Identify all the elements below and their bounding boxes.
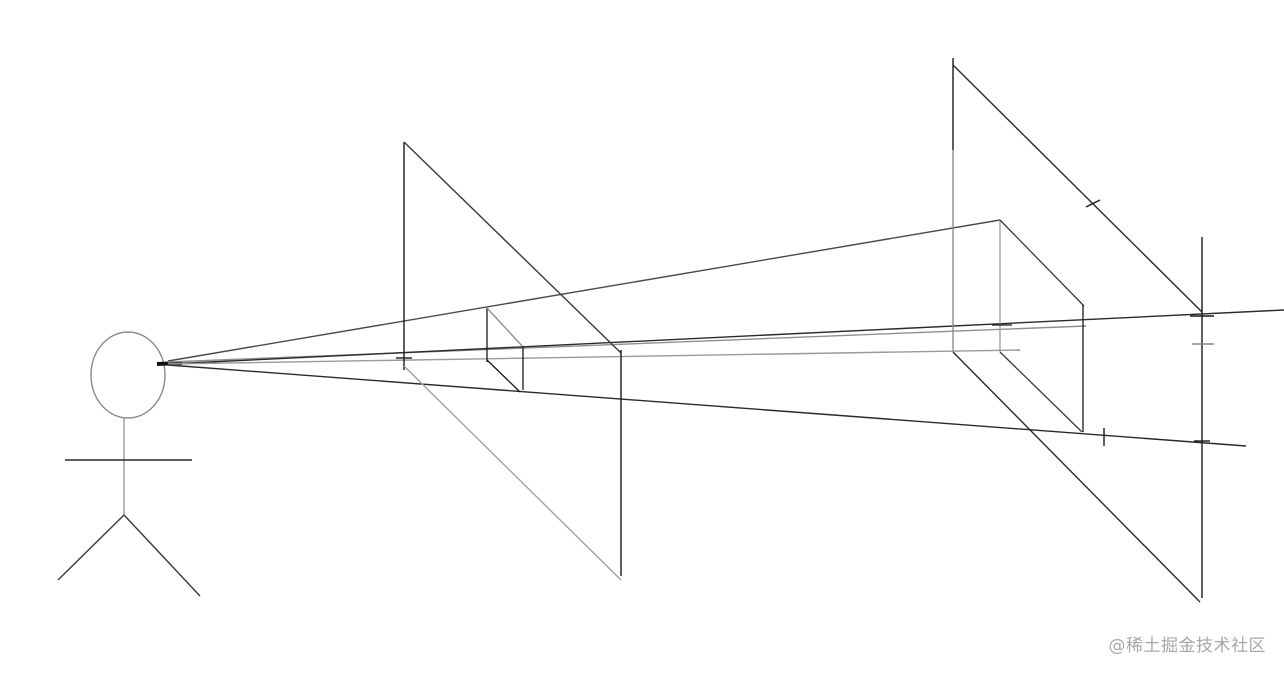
far-box-top-edge <box>999 219 1085 307</box>
near-plane-bottom-edge <box>403 365 622 581</box>
sight-line-center <box>167 349 1021 365</box>
observer-head <box>90 331 166 419</box>
stick-figure-observer <box>57 331 201 597</box>
watermark-text: @稀土掘金技术社区 <box>1108 636 1266 656</box>
far-plane-tick-top <box>1085 199 1101 208</box>
sight-line-top <box>167 219 1001 362</box>
observer-left-leg <box>57 514 125 581</box>
far-projected-box <box>992 219 1085 433</box>
near-box-top-edge <box>486 307 524 348</box>
sight-line-lower-middle <box>167 309 1284 365</box>
observer-right-leg <box>123 514 201 597</box>
near-plane-top-edge <box>403 141 622 354</box>
near-box-bottom-edge <box>486 359 521 393</box>
near-plane <box>396 141 622 581</box>
far-box-bottom-edge <box>999 351 1083 433</box>
sight-line-bottom <box>167 364 1247 447</box>
near-projected-box <box>486 307 524 393</box>
far-plane-bottom-edge <box>952 351 1201 603</box>
sight-lines <box>167 219 1284 447</box>
far-plane <box>952 58 1214 603</box>
far-plane-top-edge <box>952 64 1203 313</box>
